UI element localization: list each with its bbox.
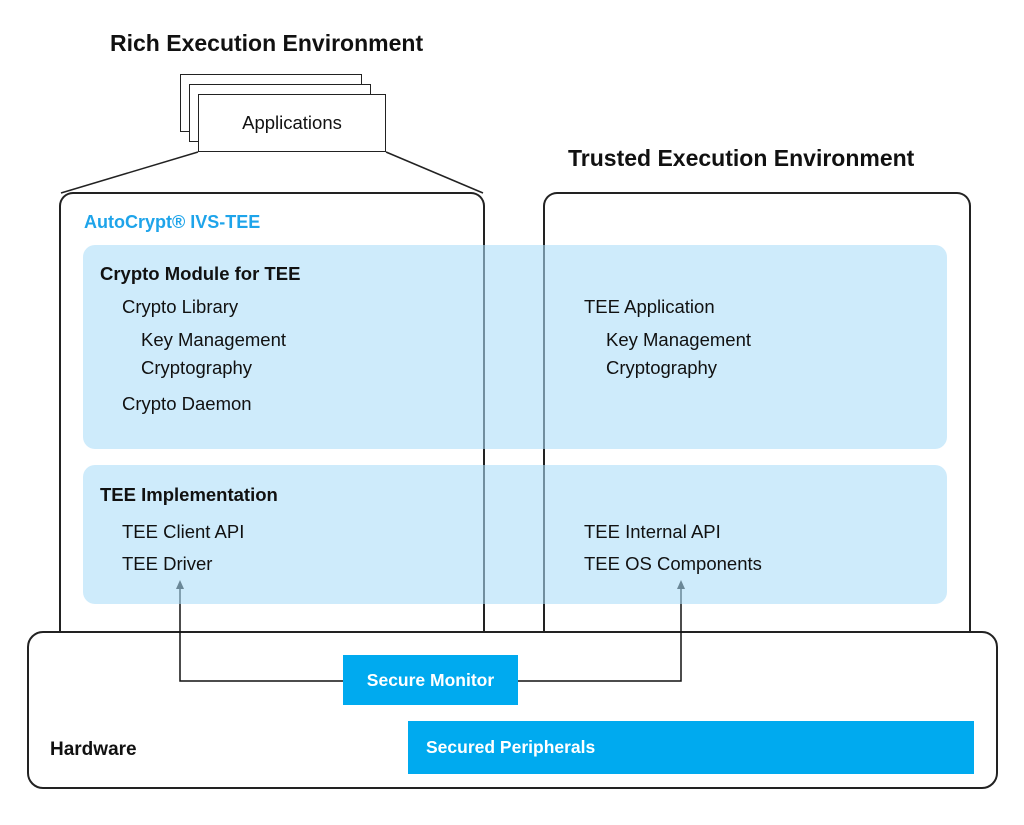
secured-peripherals-label: Secured Peripherals bbox=[426, 737, 596, 757]
driver-to-monitor-line bbox=[179, 588, 343, 682]
crypto-module-band bbox=[83, 245, 947, 449]
applications-card: Applications bbox=[198, 94, 386, 152]
tee-driver-label: TEE Driver bbox=[122, 553, 213, 574]
hardware-label: Hardware bbox=[50, 739, 137, 760]
trusted-environment-title: Trusted Execution Environment bbox=[568, 145, 915, 171]
tee-application-label: TEE Application bbox=[584, 296, 715, 317]
crypto-daemon-label: Crypto Daemon bbox=[122, 393, 252, 414]
tee-client-api-label: TEE Client API bbox=[122, 521, 245, 542]
applications-fan-right-line bbox=[385, 151, 484, 194]
applications-label: Applications bbox=[242, 112, 342, 133]
tee-implementation-band bbox=[83, 465, 947, 604]
tee-os-components-label: TEE OS Components bbox=[584, 553, 762, 574]
product-name: AutoCrypt® IVS-TEE bbox=[84, 212, 261, 232]
tee-internal-api-label: TEE Internal API bbox=[584, 521, 721, 542]
applications-fan-left-line bbox=[60, 151, 199, 194]
tee-key-management-label: Key Management bbox=[606, 329, 752, 350]
tee-cryptography-label: Cryptography bbox=[606, 357, 718, 378]
secure-monitor-label: Secure Monitor bbox=[366, 669, 495, 690]
secured-peripherals-box: Secured Peripherals bbox=[408, 721, 974, 774]
key-management-label: Key Management bbox=[141, 329, 287, 350]
crypto-library-label: Crypto Library bbox=[122, 296, 239, 317]
crypto-module-title: Crypto Module for TEE bbox=[100, 263, 301, 284]
secure-monitor-box: Secure Monitor bbox=[343, 655, 518, 705]
monitor-to-os-line bbox=[518, 588, 682, 682]
tee-implementation-title: TEE Implementation bbox=[100, 484, 278, 505]
rich-environment-title: Rich Execution Environment bbox=[110, 30, 424, 56]
cryptography-label: Cryptography bbox=[141, 357, 253, 378]
